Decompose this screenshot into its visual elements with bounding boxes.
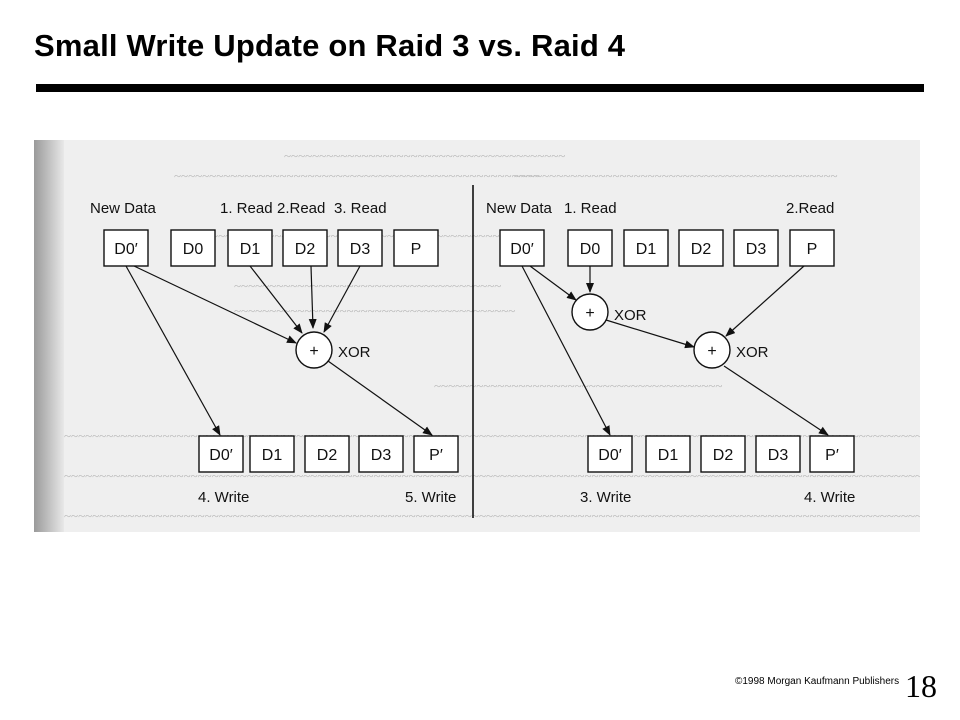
right-top-box-d0-new [499,229,545,267]
left-top-box-d0 [170,229,216,267]
left-top-box-d1-label: D1 [240,241,261,258]
right-top-box-d3 [733,229,779,267]
left-read-label-3: 3. Read [334,200,387,217]
left-arrow-d0new-to-xor [133,265,297,344]
left-bottom-box-d2 [304,435,350,473]
left-bottom-box-d3-label: D3 [371,447,392,464]
right-bottom-box-d0-new-label: D0′ [598,447,621,464]
right-top-box-d1 [623,229,669,267]
scanned-figure: ~~~~~~~~~~~~~~~~~~~~~~~~~~~~~~~~~~~~~~~~… [34,140,920,532]
left-read-label-2: 2.Read [277,200,325,217]
left-top-box-p-label: P [411,241,422,258]
left-read-label-1: 1. Read [220,200,273,217]
left-top-box-d3-label: D3 [350,241,371,258]
right-bottom-box-p-new-label: P′ [825,447,839,464]
left-bottom-box-d3 [358,435,404,473]
right-xor1-label: XOR [614,307,647,324]
left-top-box-d2 [282,229,328,267]
page-number: 18 [905,668,937,704]
book-spine-shadow [34,140,64,532]
right-top-box-d1-label: D1 [636,241,657,258]
right-top-box-d2 [678,229,724,267]
svg-text:~~~~~~~~~~~~~~~~~~~~~~~~~~~~~~: ~~~~~~~~~~~~~~~~~~~~~~~~~~~~~~~~~~~~~~~~… [64,508,920,523]
right-bottom-disk-row: D0′ D1 D2 D3 P′ [587,435,855,473]
left-arrow-d0new-to-disk [125,265,221,436]
left-xor-label: XOR [338,344,371,361]
left-bottom-box-p-new [413,435,459,473]
left-top-box-d0-new-label: D0′ [114,241,137,258]
right-top-box-d0-new-label: D0′ [510,241,533,258]
right-top-box-d2-label: D2 [691,241,712,258]
left-top-box-p [393,229,439,267]
left-top-box-d1 [227,229,273,267]
right-bottom-box-d3 [755,435,801,473]
left-top-disk-row: D0′ D0 D1 D2 D3 P [103,229,439,267]
right-new-data-label: New Data [486,200,553,217]
left-new-data-label: New Data [90,200,157,217]
raid-diagram: ~~~~~~~~~~~~~~~~~~~~~~~~~~~~~~~~~~~~~~~~… [34,140,920,532]
left-arrow-d3-to-xor [323,265,361,333]
right-bottom-box-d1-label: D1 [658,447,679,464]
slide-title: Small Write Update on Raid 3 vs. Raid 4 [34,28,626,63]
right-bottom-box-d1 [645,435,691,473]
right-top-box-p [789,229,835,267]
right-top-disk-row: D0′ D0 D1 D2 D3 P [499,229,835,267]
raid3-panel: New Data 1. Read 2.Read 3. Read D0′ D0 D… [90,200,459,506]
left-write-label-2: 5. Write [405,489,456,506]
raid4-panel: New Data 1. Read 2.Read D0′ D0 D1 D2 D3 … [486,200,855,506]
left-top-box-d0-new [103,229,149,267]
left-arrow-xor-to-parity [327,360,433,436]
title-rule [36,84,924,92]
right-bottom-box-d0-new [587,435,633,473]
right-write-label-2: 4. Write [804,489,855,506]
left-xor-circle [295,331,333,369]
left-bottom-box-d0-new-label: D0′ [209,447,232,464]
left-bottom-box-d1 [249,435,295,473]
right-xor2-circle [693,331,731,369]
right-xor1-circle [571,293,609,331]
right-bottom-box-d3-label: D3 [768,447,789,464]
svg-text:~~~~~~~~~~~~~~~~~~~~~~~~~~~~~~: ~~~~~~~~~~~~~~~~~~~~~~~~~~~~~~~~~~~~~~~~… [174,168,540,183]
svg-text:~~~~~~~~~~~~~~~~~~~~~~~~~~~~~~: ~~~~~~~~~~~~~~~~~~~~~~~~~~~~~~~~~~~~~~~~… [514,168,838,183]
right-write-label-1: 3. Write [580,489,631,506]
svg-text:~~~~~~~~~~~~~~~~~~~~~~~~~~~~~~: ~~~~~~~~~~~~~~~~~~~~~~~~~~~~~~~~~~~~~~ [234,278,501,293]
right-arrow-xor2-to-parity [723,365,829,436]
left-xor-symbol: + [309,343,318,360]
left-arrow-d1-to-xor [249,265,303,334]
left-bottom-disk-row: D0′ D1 D2 D3 P′ [198,435,459,473]
left-bottom-box-p-new-label: P′ [429,447,443,464]
right-arrow-d0new-to-xor1 [529,265,577,301]
right-arrow-d0new-to-disk [521,265,611,436]
right-read-label-2: 2.Read [786,200,834,217]
right-xor2-label: XOR [736,344,769,361]
svg-text:~~~~~~~~~~~~~~~~~~~~~~~~~~~~~~: ~~~~~~~~~~~~~~~~~~~~~~~~~~~~~~~~~~~~~~~~ [234,303,515,318]
right-arrow-xor1-to-xor2 [605,319,695,349]
left-top-box-d0-label: D0 [183,241,204,258]
svg-text:~~~~~~~~~~~~~~~~~~~~~~~~~~~~~~: ~~~~~~~~~~~~~~~~~~~~~~~~~~~~~~~~~~~~~~~~ [284,148,565,163]
left-bottom-box-d1-label: D1 [262,447,283,464]
right-top-box-d3-label: D3 [746,241,767,258]
left-top-box-d2-label: D2 [295,241,316,258]
left-bottom-box-d0-new [198,435,244,473]
right-arrows [521,265,829,436]
right-bottom-box-p-new [809,435,855,473]
right-read-label-1: 1. Read [564,200,617,217]
right-top-box-d0 [567,229,613,267]
ghost-text: ~~~~~~~~~~~~~~~~~~~~~~~~~~~~~~~~~~~~~~~~… [64,148,920,523]
right-top-box-p-label: P [807,241,818,258]
right-bottom-box-d2-label: D2 [713,447,734,464]
left-bottom-box-d2-label: D2 [317,447,338,464]
right-arrow-p-to-xor2 [725,265,805,337]
right-xor2-symbol: + [707,343,716,360]
copyright-footer: ©1998 Morgan Kaufmann Publishers [735,676,900,687]
right-xor1-symbol: + [585,305,594,322]
svg-text:~~~~~~~~~~~~~~~~~~~~~~~~~~~~~~: ~~~~~~~~~~~~~~~~~~~~~~~~~~~~~~~~~~~~~~~~… [434,378,722,393]
left-arrow-d2-to-xor [308,265,317,329]
left-write-label-1: 4. Write [198,489,249,506]
left-arrows [125,265,433,436]
right-bottom-box-d2 [700,435,746,473]
right-top-box-d0-label: D0 [580,241,601,258]
